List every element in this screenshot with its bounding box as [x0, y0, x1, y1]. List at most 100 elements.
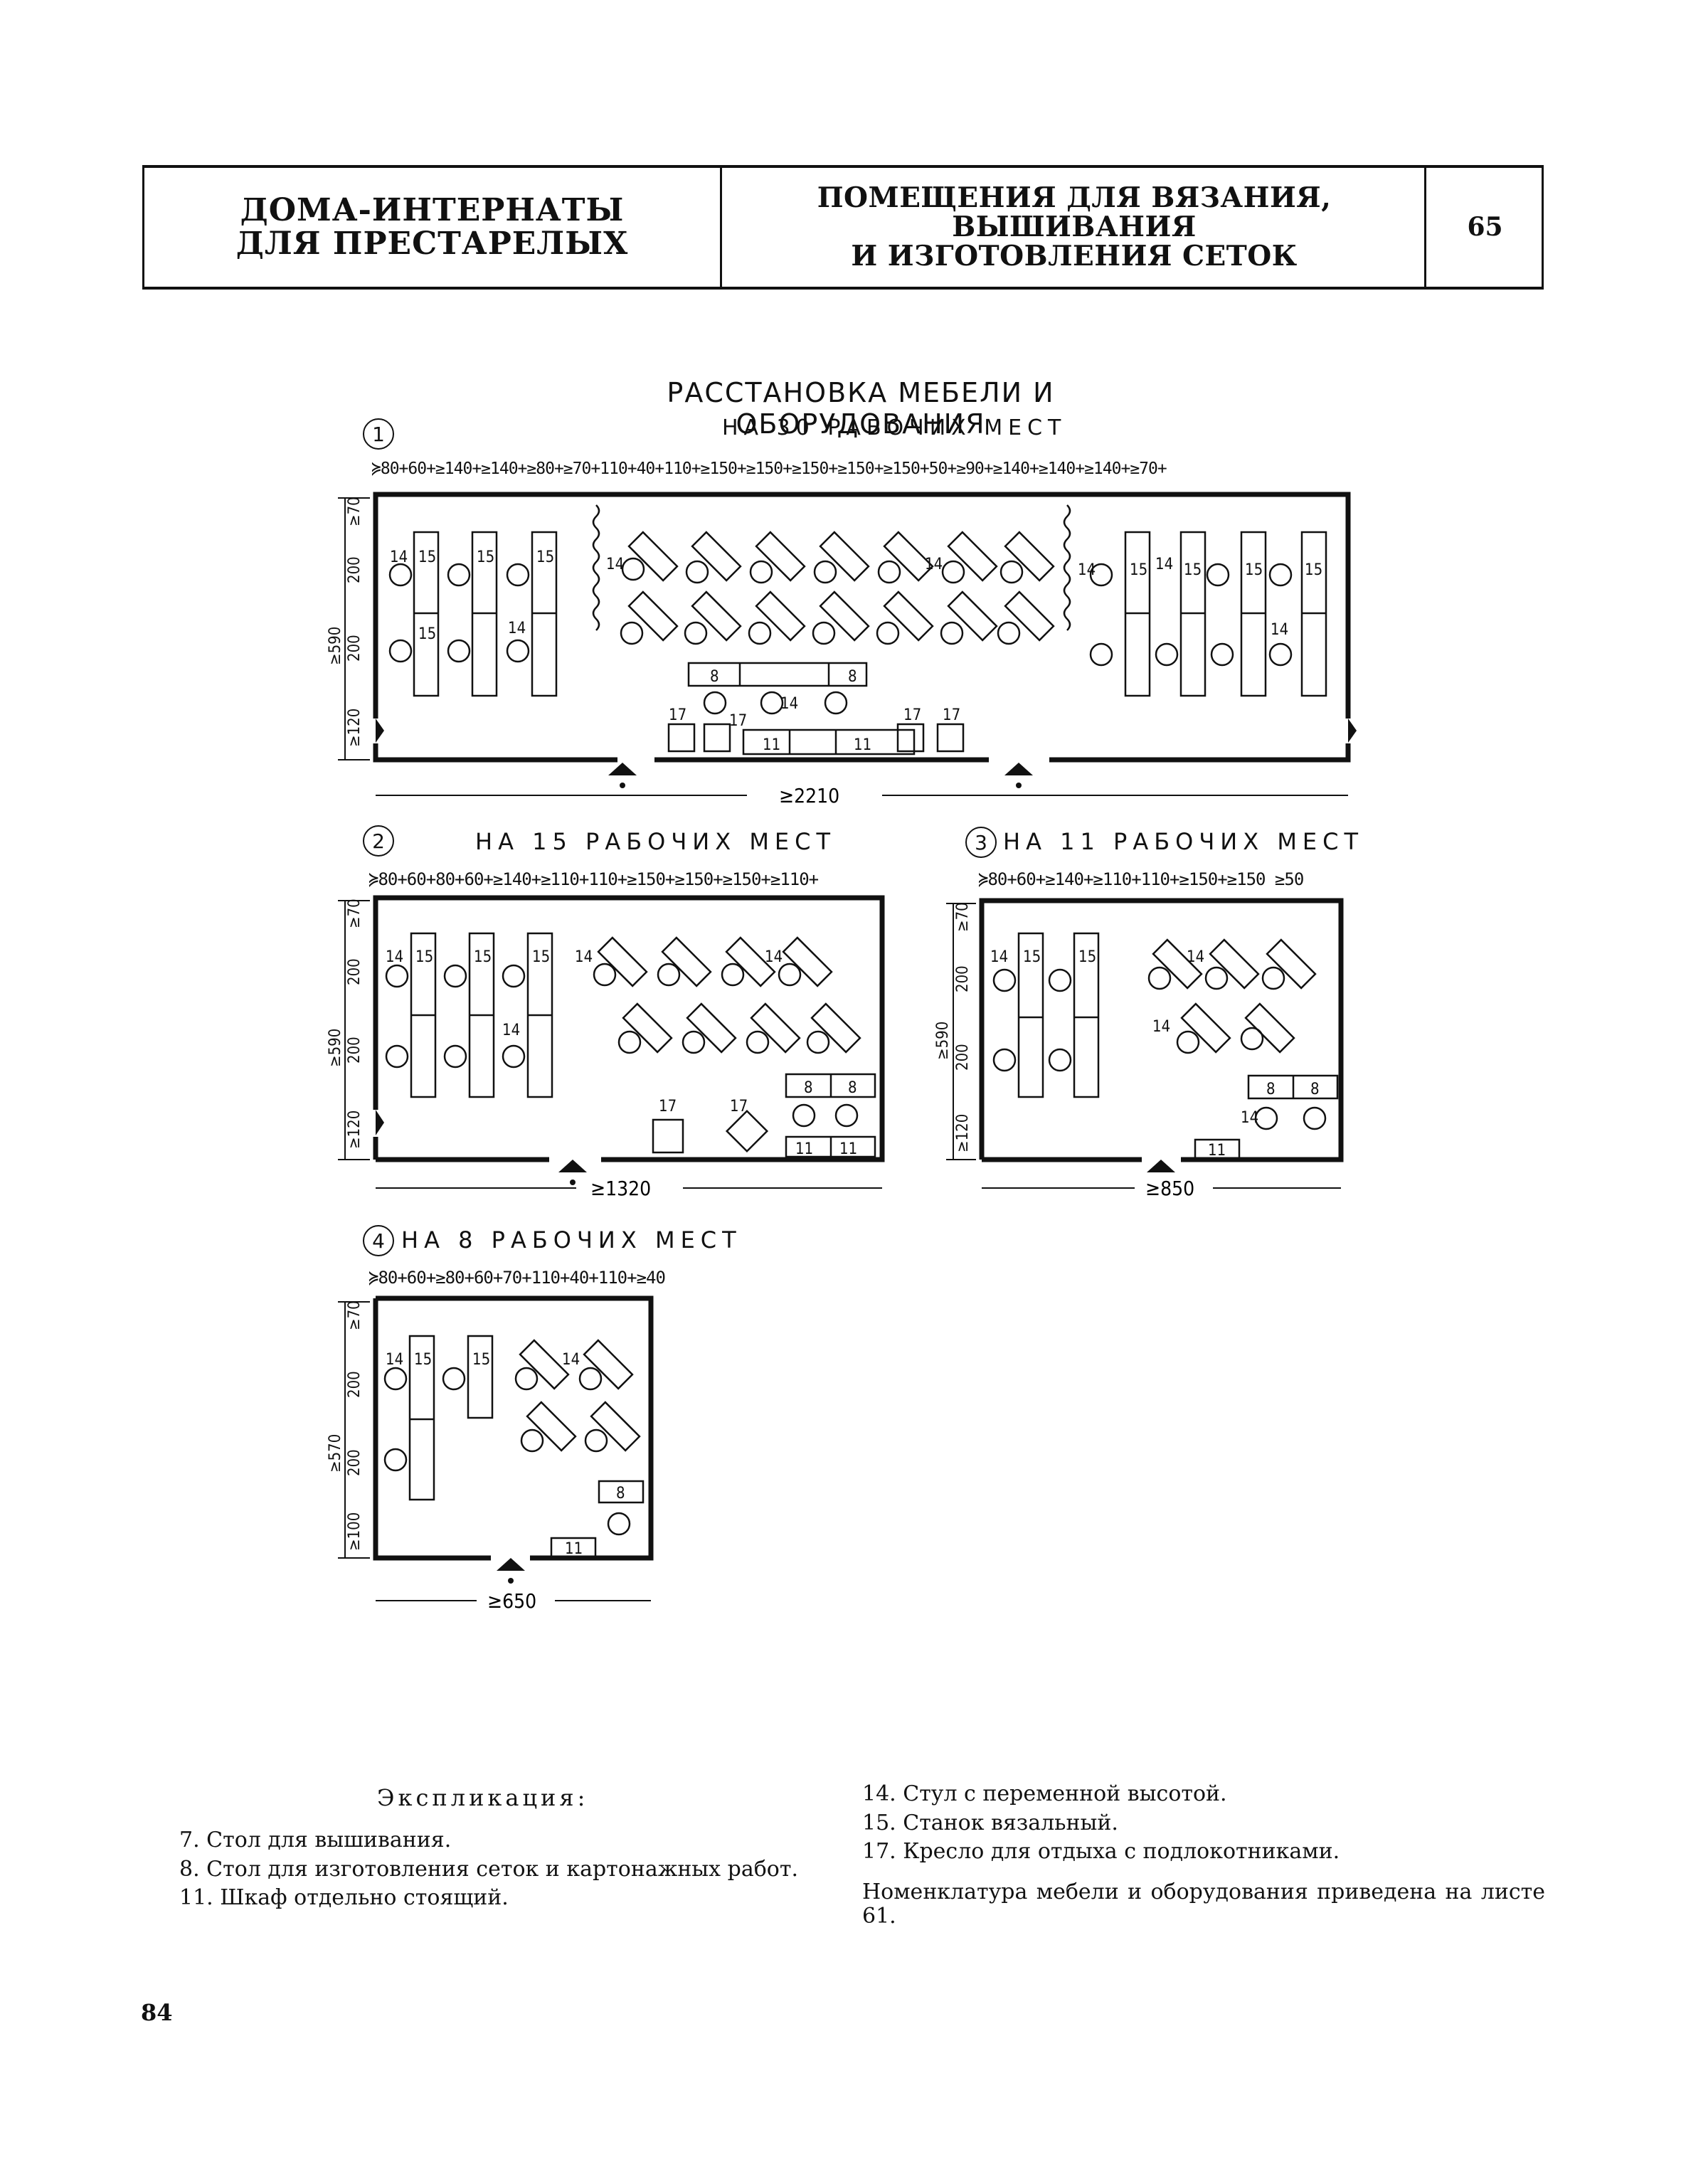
- label-net-table: 8: [1266, 1081, 1276, 1098]
- plan-2-dim-left: ≥120: [346, 1110, 364, 1149]
- plan-3-knitting: [1017, 932, 1100, 1098]
- plan-1-dim-left: 200: [346, 635, 364, 662]
- plan-4-dim-bottom: ≥650: [487, 1589, 536, 1613]
- plan-3-title: НА 11 РАБОЧИХ МЕСТ: [1003, 828, 1364, 855]
- label-armchair: 17: [659, 1098, 677, 1115]
- page-number: 84: [141, 1999, 173, 2026]
- plan-4-net-tables: [550, 1480, 645, 1558]
- label-net-table: 8: [848, 1079, 857, 1097]
- plan-3-dims-top: ≽80+60+≥140+≥110+110+≥150+≥150 ≥50: [978, 869, 1304, 889]
- plan-4-knitting: [408, 1335, 494, 1501]
- plan-2-dims-top: ≽80+60+80+60+≥140+≥110+110+≥150+≥150+≥15…: [368, 869, 819, 889]
- plan-3-dim-left: 200: [954, 965, 972, 992]
- label-armchair: 17: [729, 712, 747, 730]
- plan-2-title: НА 15 РАБОЧИХ МЕСТ: [475, 828, 837, 855]
- label-net-table: 8: [1310, 1081, 1320, 1098]
- plan-1-exit-right: [1348, 719, 1357, 743]
- label-chair: 14: [765, 948, 783, 966]
- legend-heading: Экспликация:: [377, 1784, 589, 1811]
- plan-3-dim-left: ≥120: [954, 1114, 972, 1152]
- plan-1-exit-left: [376, 719, 384, 743]
- label-knitting-machine: 15: [1305, 561, 1322, 579]
- plan-1-dim-bottom: ≥2210: [779, 784, 839, 807]
- plan-2-net-tables: [652, 1073, 876, 1158]
- plan-2-chairs: [385, 963, 859, 1128]
- plan-1-door-left: [608, 763, 637, 788]
- label-chair: 14: [1155, 556, 1173, 573]
- label-chair: 14: [780, 695, 798, 713]
- legend-item: 17. Кресло для отдыха с подлокотниками.: [862, 1839, 1340, 1864]
- header-sheet-number: 65: [1467, 211, 1503, 242]
- plan-1-dim-left: ≥70: [346, 497, 364, 526]
- header-divider: [142, 165, 144, 290]
- plan-1-knitting-left: [413, 531, 1327, 697]
- plan-4-dim-left: 200: [346, 1449, 364, 1476]
- plan-2-dim-bottom: ≥1320: [590, 1177, 651, 1200]
- plan-4-title: НА 8 РАБОЧИХ МЕСТ: [401, 1226, 742, 1253]
- plan-1-room: [373, 492, 1351, 763]
- label-chair: 14: [925, 556, 943, 573]
- header-divider: [1424, 165, 1426, 290]
- label-chair: 14: [990, 948, 1008, 966]
- legend-item: 15. Станок вязальный.: [862, 1810, 1118, 1835]
- label-chair: 14: [386, 948, 403, 966]
- plan-1-dim-left: ≥120: [346, 709, 364, 747]
- plan-4-dim-left: 200: [346, 1371, 364, 1398]
- plan-1-title: НА 30 РАБОЧИХ МЕСТ: [722, 415, 1067, 440]
- label-net-table: 8: [848, 668, 857, 686]
- plan-4-number: 4: [363, 1225, 394, 1256]
- plan-1-dim-left: 200: [346, 556, 364, 583]
- label-cabinet: 11: [565, 1540, 583, 1558]
- label-knitting-machine: 15: [536, 548, 554, 566]
- label-net-table: 8: [616, 1485, 625, 1502]
- label-armchair: 17: [730, 1098, 748, 1115]
- label-knitting-machine: 15: [414, 1351, 432, 1369]
- label-chair: 14: [508, 620, 526, 637]
- legend-left: 7. Стол для вышивания. 8. Стол для изгот…: [179, 1828, 820, 1915]
- header-divider: [720, 165, 722, 290]
- label-net-table: 8: [710, 668, 719, 686]
- label-knitting-machine: 15: [1130, 561, 1147, 579]
- plan-3-net-tables: [1194, 1074, 1339, 1160]
- label-knitting-machine: 15: [1023, 948, 1041, 966]
- plans-drawing: 14 15 15 15 15 14 14 14 14 15 14 15 15 1…: [327, 492, 1357, 1613]
- plan-3-embroidery-tables: [1152, 938, 1317, 1054]
- label-knitting-machine: 15: [472, 1351, 490, 1369]
- plan-3-dim-left: 200: [954, 1044, 972, 1071]
- label-chair: 14: [606, 556, 624, 573]
- legend-right: 14. Стул с переменной высотой. 15. Стано…: [862, 1781, 1545, 1934]
- label-chair: 14: [575, 948, 593, 966]
- label-net-table: 8: [804, 1079, 813, 1097]
- plan-4-dims-top: ≽80+60+≥80+60+70+110+40+110+≥40: [368, 1268, 666, 1288]
- plan-1-embroidery-tables: [627, 531, 1055, 642]
- label-knitting-machine: 15: [1184, 561, 1202, 579]
- plan-2-dim-left: 200: [346, 958, 364, 985]
- plans-main-title: РАССТАНОВКА МЕБЕЛИ И ОБОРУДОВАНИЯ: [667, 377, 1055, 440]
- plan-2-dim-left: 200: [346, 1037, 364, 1064]
- plan-4-dim-left: ≥70: [346, 1300, 364, 1330]
- plan-1-number: 1: [363, 418, 394, 450]
- label-chair: 14: [1152, 1018, 1170, 1036]
- label-knitting-machine: 15: [474, 948, 492, 966]
- legend-item: 11. Шкаф отдельно стоящий.: [179, 1885, 509, 1910]
- label-chair: 14: [1078, 561, 1096, 579]
- plan-3-dim-left: ≥70: [954, 902, 972, 932]
- plan-1-dim-total: ≥590: [327, 627, 344, 665]
- plan-1-emb-chairs: [620, 557, 1024, 645]
- label-chair: 14: [502, 1022, 520, 1039]
- plan-3-dim-total: ≥590: [934, 1022, 952, 1060]
- label-armchair: 17: [943, 706, 960, 724]
- plan-2-exit: [376, 1110, 384, 1135]
- label-chair: 14: [562, 1351, 580, 1369]
- label-chair: 14: [1187, 948, 1204, 966]
- legend-item: 8. Стол для изготовления сеток и картона…: [179, 1856, 798, 1882]
- label-cabinet: 11: [854, 736, 871, 754]
- label-knitting-machine: 15: [532, 948, 550, 966]
- plan-4-room: [373, 1295, 654, 1561]
- label-knitting-machine: 15: [418, 625, 436, 643]
- plan-2-dim-total: ≥590: [327, 1029, 344, 1067]
- plan-4-chairs: [383, 1367, 631, 1536]
